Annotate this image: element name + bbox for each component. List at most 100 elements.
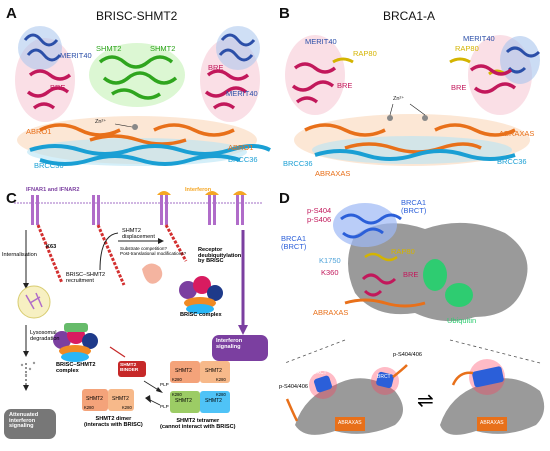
degraded-fragments [20,361,36,377]
interferon-title: Interferon [185,187,212,193]
bre-left-label: BRE [50,83,66,92]
receptor-right2 [205,191,219,225]
abraxas-ribbons [304,123,516,154]
brcc36-left-label: BRCC36 [283,159,313,168]
merit40-ribbons [23,33,256,62]
shmt2-right-label: SHMT2 [150,44,176,53]
receptor-right3 [233,191,247,225]
brisc-shmt2-complex [53,323,98,362]
bre-ribbons [361,273,397,297]
internalisation-label: Internalisation [2,252,37,258]
panel-title: BRCA1-A [383,9,436,23]
p-s406-label: p-S406 [307,215,332,224]
interferon-signaling-pill [212,335,268,361]
recruitment-label: BRISC–SHMT2 recruitment [66,272,106,284]
brcc36-right-label: BRCC36 [497,157,527,166]
abro1-left-label: ABRO1 [26,127,52,136]
shmt2-binder-label: SHMT2 BINDER [120,363,139,373]
plp-label-bottom: PLP [160,404,169,409]
tetramer-k280-bl: K280 [172,392,182,397]
dimer-shmt2-right: SHMT2 [112,396,129,402]
abro1-right-label: ABRO1 [228,143,254,152]
bre-label: BRE [403,270,419,279]
brca1-top-label: BRCA1 (BRCT) [401,198,427,215]
brca1-brct-surface [333,203,397,247]
rap80-ribbons [364,252,398,262]
ubiquitin-b [445,283,473,307]
brcc36-ribbons [314,149,516,161]
panel-c-diagram [4,191,268,439]
tetramer-shmt2-tr: SHMT2 [205,368,222,374]
bre-ribbons [291,62,517,104]
interferon-signaling-label: Interferon signaling [216,338,243,350]
brisc-complex-label: BRISC complex [180,312,222,318]
k360-label: K360 [321,268,339,277]
shmt2-ribbons [98,55,178,100]
displacement-label: SHMT2 displacement [122,228,155,240]
dimer-shmt2-left: SHMT2 [86,396,103,402]
panel-b: B BRCA1-A MERIT40 MERIT40 RAP80 RAP80 BR… [275,0,550,185]
receptor-right1 [157,191,171,225]
dimer-k280-right: K280 [122,405,132,410]
tetramer-caption: SHMT2 tetramer (cannot interact with BRI… [160,418,236,430]
panel-a: A BRISC-SHMT2 SHMT2 SHMT2 MERIT40 MERIT4… [0,0,275,185]
equilibrium-symbol: ⇌ [417,390,434,412]
receptor-deubiquitylation-label: Receptor deubiquitylation by BRISC [198,247,242,265]
brisc-shmt2-complex-label: BRISC–SHMT2 complex [56,362,96,374]
zinc-ion-right [422,115,428,121]
dimer-caption: SHMT2 dimer (interacts with BRISC) [84,416,143,428]
receptor-left [31,195,39,225]
panel-d-diagram [284,203,545,435]
bre-right-label: BRE [451,83,467,92]
panel-a-structure [15,26,271,166]
abraxas-left-label: ABRAXAS [315,169,351,178]
shmt2-tetramer [170,361,230,413]
zn-label: Zn²⁺ [95,119,107,125]
abraxas-box2-label: ABRAXAS [480,420,504,426]
panel-b-structure [285,35,541,166]
rap80-left-label: RAP80 [353,49,377,58]
brct-b-label: BRCT [377,374,391,380]
displaced-shmt2 [142,263,163,284]
abraxas-label: ABRAXAS [313,308,349,317]
panel-c: C IFNAR1 and IFNAR2 Interferon K63 Inter… [0,185,275,451]
receptor-mid [92,195,100,225]
internalised-receptors [25,292,43,310]
bre-left-surface [285,35,345,115]
inset-right [440,359,545,435]
tetramer-shmt2-tl: SHMT2 [175,368,192,374]
merit40-left-label: MERIT40 [305,37,337,46]
shmt2-binder [118,361,146,377]
lysosomal-label: Lysosomal degradation [30,330,60,342]
ubiquitin-a [423,259,447,291]
merit40-right-label: MERIT40 [463,34,495,43]
tetramer-k280-tr: K280 [216,377,226,382]
brca1-brct-ribbons [340,213,402,239]
p-s404-406-left-label: p-S404/406 [279,384,308,390]
k1750-label: K1750 [319,256,341,265]
brcc36-right-label: BRCC36 [228,155,258,164]
brisc-complex-top [179,276,223,314]
k63-ubiquitin-chain-left [36,224,64,284]
tetramer-k280-tl: K280 [172,377,182,382]
shmt2-left-label: SHMT2 [96,44,122,53]
tetramer-k280-br: K280 [216,392,226,397]
receptor-title: IFNAR1 and IFNAR2 [26,187,80,193]
abraxas-box1-label: ABRAXAS [338,420,362,426]
abraxas-box-left [335,417,365,431]
zinc-ion [132,124,138,130]
endosome [17,285,51,319]
tetramer-shmt2-br: SHMT2 [205,398,222,404]
zinc-ion-left [387,115,393,121]
brct-a-label: BRCT [313,370,327,376]
brcc36-left-label: BRCC36 [34,161,64,170]
brca1-left-label: BRCA1 (BRCT) [281,234,307,251]
merit40-left-surface [18,26,62,70]
shmt2-dimer [82,389,134,411]
abro1-ribbons [39,123,235,146]
attenuated-label: Attenuated interferon signaling [9,412,39,430]
inset-left [285,364,408,435]
k63-ubiquitin-chain-mid [96,224,126,286]
panel-title: BRISC-SHMT2 [96,9,178,23]
ubiquitin-label: Ubiquitin [447,316,477,325]
